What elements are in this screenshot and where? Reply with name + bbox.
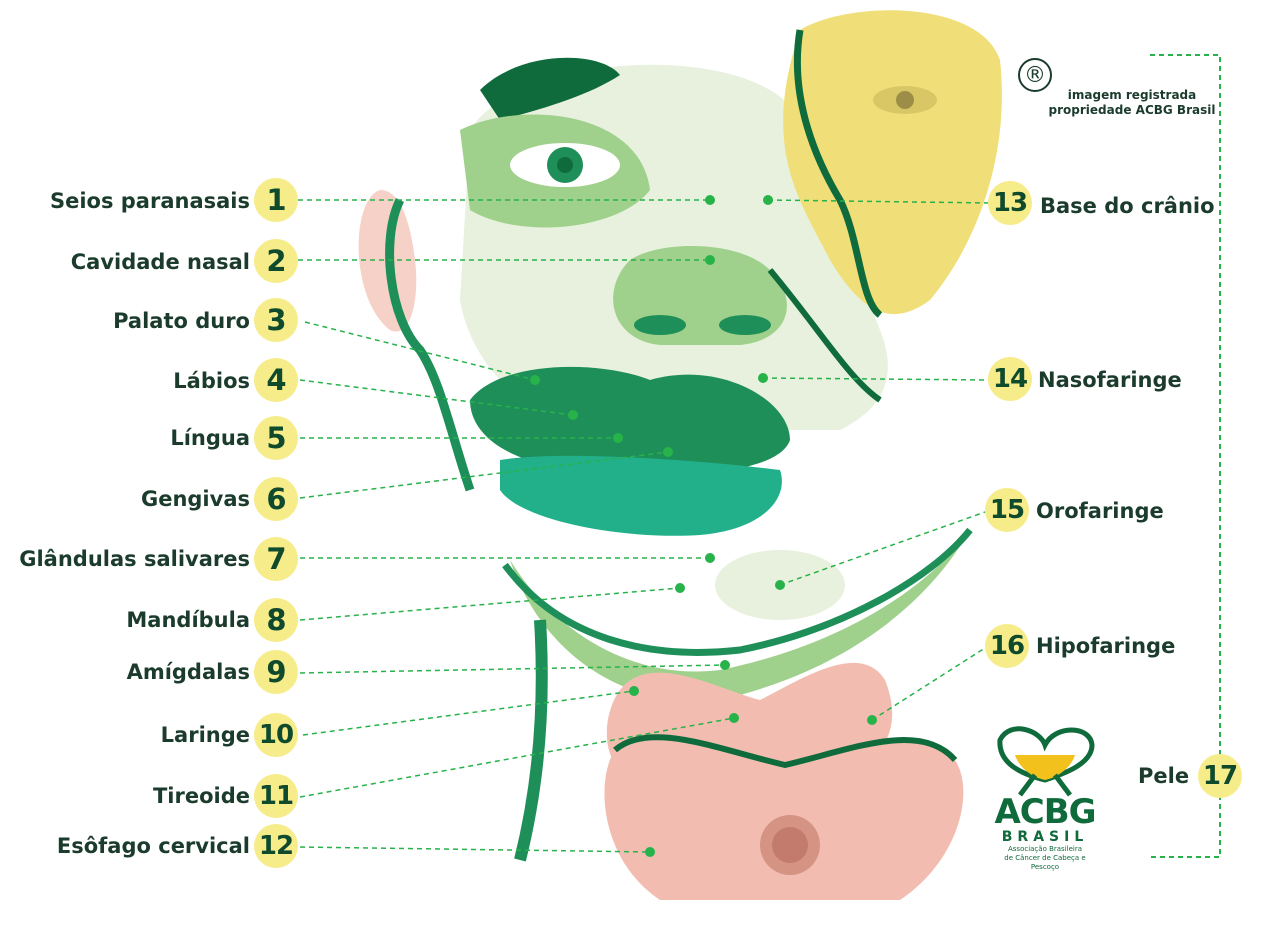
label-laringe: Laringe (161, 722, 250, 748)
nostril-right (719, 315, 771, 335)
left-pupil (557, 157, 573, 173)
label-cavidade-nasal: Cavidade nasal (71, 249, 250, 275)
badge-17: 17 (1198, 754, 1242, 798)
badge-12: 12 (254, 824, 298, 868)
dot-3 (530, 375, 540, 385)
dot-9 (720, 660, 730, 670)
label-seios-paranasais: Seios paranasais (50, 188, 250, 214)
label-hipofaringe: Hipofaringe (1036, 633, 1175, 659)
dot-2 (705, 255, 715, 265)
badge-11: 11 (254, 774, 298, 818)
dot-6 (663, 447, 673, 457)
label-orofaringe: Orofaringe (1036, 498, 1164, 524)
label-pele: Pele (1138, 763, 1189, 789)
badge-8: 8 (254, 598, 298, 642)
dot-16 (867, 715, 877, 725)
badge-1: 1 (254, 178, 298, 222)
badge-13: 13 (988, 181, 1032, 225)
label-mandibula: Mandíbula (126, 607, 250, 633)
label-lingua: Língua (170, 425, 250, 451)
badge-4: 4 (254, 358, 298, 402)
dot-5 (613, 433, 623, 443)
label-esofago-cervical: Esôfago cervical (57, 833, 250, 859)
logo-desc-1: Associação Brasileira (990, 845, 1100, 854)
leader-10 (303, 691, 634, 735)
label-palato-duro: Palato duro (113, 308, 250, 334)
label-base-do-cranio: Base do crânio (1040, 193, 1215, 219)
dot-8 (675, 583, 685, 593)
leader-12 (300, 847, 650, 852)
registration-text: imagem registrada propriedade ACBG Brasi… (1032, 88, 1232, 118)
badge-7: 7 (254, 537, 298, 581)
dot-4 (568, 410, 578, 420)
registered-icon: ® (1018, 58, 1052, 92)
logo-sub: BRASIL (990, 829, 1100, 845)
registration-line-2: propriedade ACBG Brasil (1032, 103, 1232, 118)
dot-1 (705, 195, 715, 205)
label-amigdalas: Amígdalas (127, 659, 250, 685)
badge-16: 16 (985, 624, 1029, 668)
label-labios: Lábios (173, 368, 250, 394)
dot-10 (629, 686, 639, 696)
right-iris (896, 91, 914, 109)
nostril-left (634, 315, 686, 335)
badge-14: 14 (988, 357, 1032, 401)
badge-2: 2 (254, 239, 298, 283)
acbg-ribbon-icon (1000, 729, 1092, 795)
dot-11 (729, 713, 739, 723)
acbg-logo: ACBG BRASIL Associação Brasileira de Cân… (990, 795, 1100, 872)
badge-5: 5 (254, 416, 298, 460)
badge-3: 3 (254, 298, 298, 342)
dot-12 (645, 847, 655, 857)
logo-name: ACBG (990, 795, 1100, 829)
trachea-ring-inner (772, 827, 808, 863)
registration-line-1: imagem registrada (1032, 88, 1232, 103)
logo-desc-2: de Câncer de Cabeça e Pescoço (990, 854, 1100, 872)
dot-15 (775, 580, 785, 590)
neck-line (520, 620, 542, 860)
leader-8 (300, 588, 680, 620)
badge-6: 6 (254, 477, 298, 521)
dot-7 (705, 553, 715, 563)
label-gengivas: Gengivas (141, 486, 250, 512)
badge-15: 15 (985, 488, 1029, 532)
dot-13 (763, 195, 773, 205)
label-nasofaringe: Nasofaringe (1038, 367, 1182, 393)
badge-9: 9 (254, 650, 298, 694)
leader-16 (872, 648, 985, 720)
badge-10: 10 (254, 713, 298, 757)
pele-bracket (1150, 55, 1220, 857)
dot-14 (758, 373, 768, 383)
jaw (510, 530, 970, 701)
label-tireoide: Tireoide (153, 783, 250, 809)
label-glandulas-salivares: Glândulas salivares (19, 546, 250, 572)
